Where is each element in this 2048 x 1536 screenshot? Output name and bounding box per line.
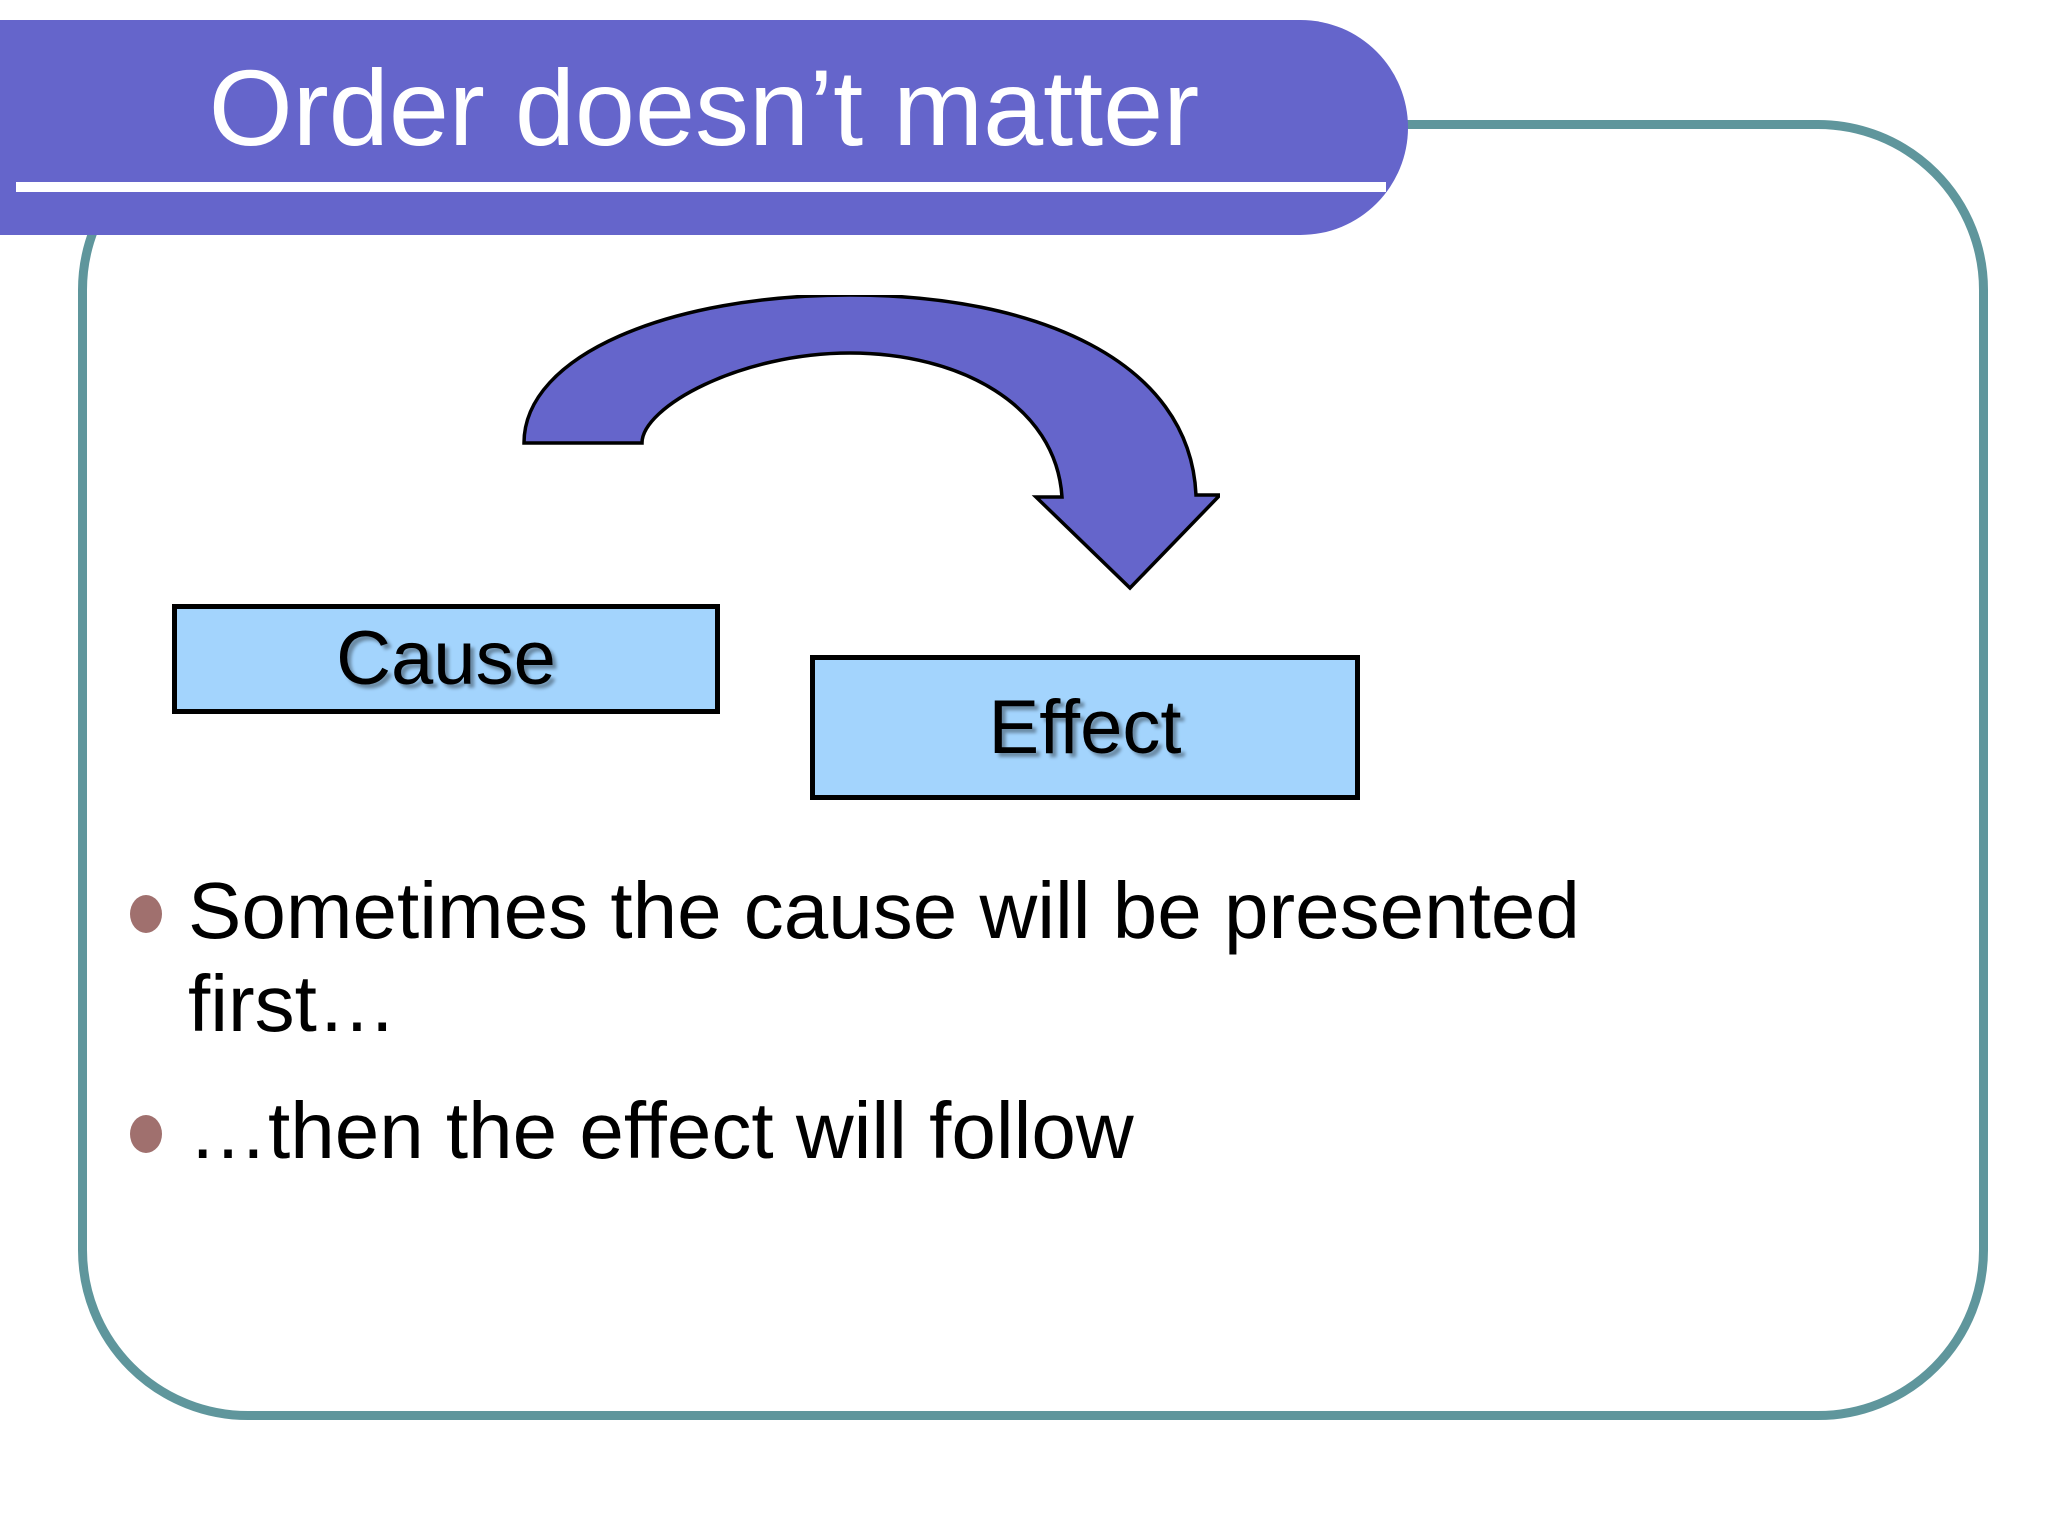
cause-box-label: Cause [336, 616, 556, 701]
list-item: …then the effect will follow [130, 1085, 1890, 1178]
bullet-list: Sometimes the cause will be presented fi… [130, 865, 1890, 1211]
effect-box-label: Effect [988, 684, 1182, 770]
bullet-dot-icon [130, 895, 164, 935]
bullet-text: Sometimes the cause will be presented fi… [188, 866, 1580, 1048]
bullet-dot-icon [130, 1114, 164, 1155]
title-banner: Order doesn’t matter [0, 20, 1408, 235]
title-underline-rule [16, 182, 1386, 192]
bullet-text: …then the effect will follow [188, 1085, 1134, 1175]
list-item: Sometimes the cause will be presented fi… [130, 865, 1890, 1051]
cause-box[interactable]: Cause [172, 604, 720, 714]
page-title: Order doesn’t matter [208, 47, 1200, 168]
effect-box[interactable]: Effect [810, 655, 1360, 800]
curved-arrow-cause-to-effect-icon [522, 295, 1220, 591]
